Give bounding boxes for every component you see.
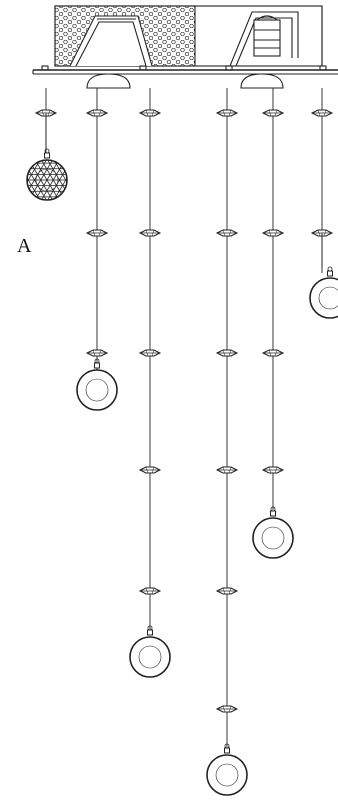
crystal-ball [129, 625, 171, 678]
bead [138, 587, 162, 595]
bead [138, 109, 162, 117]
bead [215, 587, 239, 595]
strand-3 [129, 88, 171, 678]
crystal-ball [76, 358, 118, 411]
bead [261, 349, 285, 357]
strand-6 [309, 88, 338, 319]
strand-2 [76, 88, 118, 411]
left-mounting-bracket [69, 15, 153, 67]
bead [215, 705, 239, 713]
plate-fittings [41, 65, 327, 71]
bead [138, 229, 162, 237]
bead [261, 109, 285, 117]
crystal-ball [252, 506, 294, 559]
bead [261, 229, 285, 237]
right-dome [240, 73, 284, 89]
bead [138, 349, 162, 357]
bead [310, 109, 334, 117]
driver-unit [253, 15, 281, 57]
bead [215, 349, 239, 357]
crystal-strands [26, 88, 338, 796]
bead [215, 109, 239, 117]
left-dome [86, 73, 131, 89]
ceiling-canopy [32, 5, 338, 89]
bead [215, 466, 239, 474]
crystal-ball [206, 743, 248, 796]
crystal-ball [309, 266, 338, 319]
strand-5 [252, 88, 294, 559]
bead [261, 466, 285, 474]
strand-4 [206, 88, 248, 796]
crystal-ball [26, 148, 68, 201]
strand-1 [26, 88, 68, 201]
bead [85, 109, 109, 117]
view-label: A [17, 235, 32, 257]
bead [215, 229, 239, 237]
bead [85, 229, 109, 237]
bead [138, 466, 162, 474]
bead [85, 349, 109, 357]
